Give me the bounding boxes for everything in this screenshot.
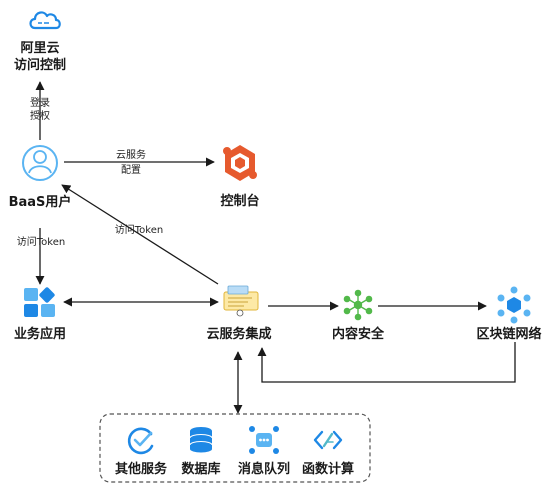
blockchain-icon bbox=[497, 286, 531, 324]
console-icon bbox=[223, 145, 257, 181]
node-label-cloud-service-integration: 云服务集成 bbox=[206, 327, 272, 342]
node-label-business-app: 业务应用 bbox=[13, 327, 66, 342]
edge-label-auth: 授权 bbox=[30, 111, 50, 122]
node-label-baas-user: BaaS用户 bbox=[8, 195, 72, 210]
user-icon bbox=[22, 145, 58, 181]
edge-label-config: 配置 bbox=[121, 165, 141, 176]
node-label-function-compute: 函数计算 bbox=[301, 462, 354, 477]
node-label-message-queue: 消息队列 bbox=[237, 462, 290, 477]
edge-label-login: 登录 bbox=[30, 98, 50, 109]
node-label-access-control: 阿里云 访问控制 bbox=[2, 40, 78, 74]
function-icon bbox=[313, 430, 343, 450]
node-label-content-security: 内容安全 bbox=[331, 327, 384, 342]
edge-blockchain-to-integration bbox=[257, 342, 516, 383]
edge-label-cloud-service: 云服务 bbox=[116, 150, 146, 161]
services-group-box bbox=[99, 413, 371, 483]
node-label-other-services: 其他服务 bbox=[114, 462, 167, 477]
edge-label-access-token-integration: 访问Token bbox=[114, 225, 164, 236]
service-integration-icon bbox=[223, 285, 259, 317]
node-label-blockchain-network: 区块链网络 bbox=[476, 327, 542, 342]
app-grid-icon bbox=[24, 287, 55, 317]
access-control-label-line1: 阿里云 bbox=[20, 41, 60, 56]
node-label-console: 控制台 bbox=[220, 194, 260, 209]
cloud-icon bbox=[29, 11, 61, 30]
edges bbox=[35, 81, 516, 414]
access-control-label-line2: 访问控制 bbox=[13, 58, 66, 73]
edge-label-login-auth: 登录 授权 bbox=[20, 97, 60, 123]
message-queue-icon bbox=[249, 426, 279, 454]
database-icon bbox=[189, 427, 213, 453]
network-icon bbox=[343, 289, 373, 321]
check-circle-icon bbox=[127, 427, 154, 455]
edge-label-cloud-service-config: 云服务 配置 bbox=[106, 149, 156, 177]
node-label-database: 数据库 bbox=[181, 462, 221, 477]
edge-label-access-token-user: 访问Token bbox=[16, 237, 66, 248]
edge-integration-to-user bbox=[61, 184, 219, 285]
